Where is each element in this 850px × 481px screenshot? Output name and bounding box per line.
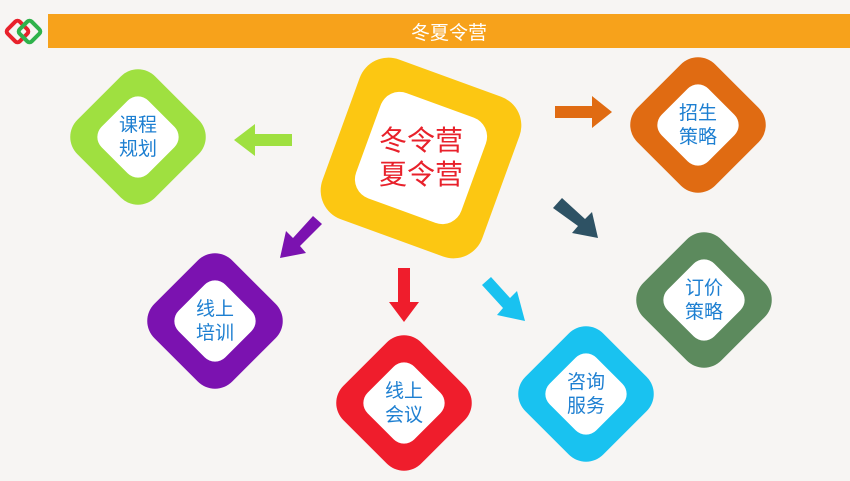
node-line1: 课程 <box>118 114 157 136</box>
node-consulting-service: 咨询 服务 <box>508 316 664 472</box>
arrow-to-pricing <box>553 198 598 238</box>
node-enrollment-strategy: 招生 策略 <box>620 47 776 203</box>
node-line1: 招生 <box>678 102 717 124</box>
header-bar: 冬夏令营 <box>48 14 850 48</box>
arrow-to-online-meeting <box>389 268 419 322</box>
node-course-planning: 课程 规划 <box>60 59 216 215</box>
arrow-to-enrollment <box>555 96 612 128</box>
node-line1: 订价 <box>684 277 723 299</box>
arrow-to-consulting <box>482 277 525 321</box>
node-line1: 咨询 <box>566 371 605 393</box>
arrow-to-course-planning <box>234 124 292 156</box>
node-line1: 线上 <box>195 298 234 320</box>
center-node-label: 冬令营 夏令营 <box>336 73 506 243</box>
node-line2: 规划 <box>118 138 157 160</box>
node-line2: 培训 <box>195 322 234 344</box>
center-node: 冬令营 夏令营 <box>312 49 530 267</box>
node-line2: 会议 <box>384 404 423 426</box>
node-line1: 线上 <box>384 380 423 402</box>
center-line1: 冬令营 <box>378 124 463 157</box>
header-title: 冬夏令营 <box>410 21 487 44</box>
center-line2: 夏令营 <box>378 158 463 191</box>
logo-icon <box>4 18 43 45</box>
node-pricing-strategy: 订价 策略 <box>626 222 782 378</box>
node-line2: 服务 <box>566 395 605 417</box>
node-online-meeting: 线上 会议 <box>326 325 482 481</box>
node-line2: 策略 <box>678 126 717 148</box>
node-line2: 策略 <box>684 301 723 323</box>
node-online-training: 线上 培训 <box>137 243 293 399</box>
arrow-to-online-training <box>280 216 322 258</box>
